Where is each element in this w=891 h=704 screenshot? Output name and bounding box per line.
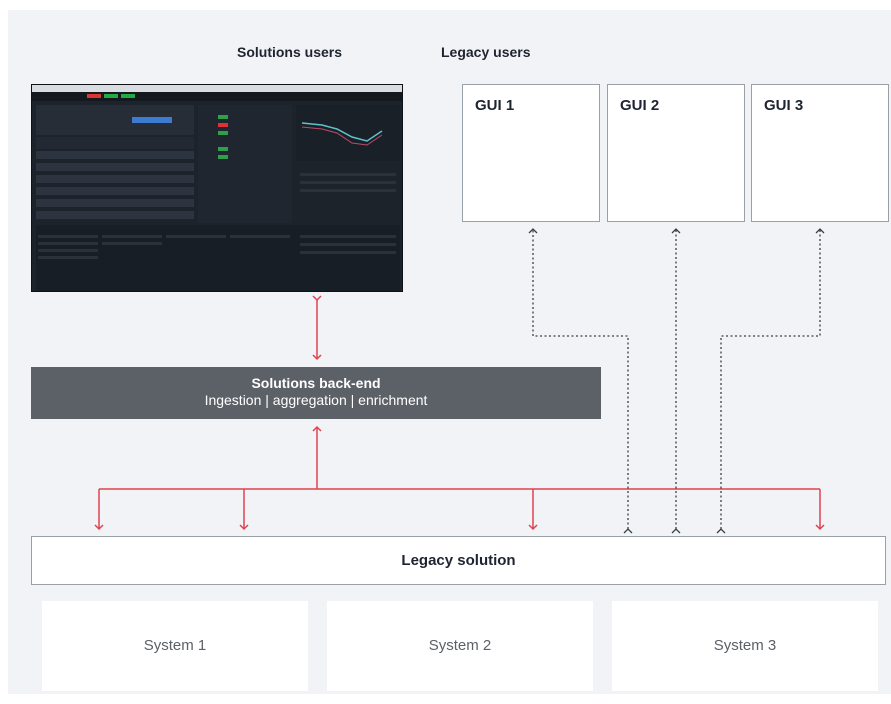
solutions-users-heading: Solutions users bbox=[237, 44, 343, 60]
backend-title: Solutions back-end bbox=[251, 375, 381, 391]
gui-1-box: GUI 1 bbox=[462, 84, 600, 222]
solutions-app-thumbnail-graphic bbox=[32, 85, 402, 291]
legacy-solution-box: Legacy solution bbox=[31, 536, 886, 585]
gui-2-box: GUI 2 bbox=[607, 84, 745, 222]
solutions-back-end-box: Solutions back-end Ingestion | aggregati… bbox=[31, 367, 601, 419]
system-1-box: System 1 bbox=[42, 601, 308, 691]
gui-2-label: GUI 2 bbox=[620, 97, 660, 114]
gui-1-link bbox=[528, 228, 633, 534]
gui-3-label: GUI 3 bbox=[764, 97, 804, 114]
gui-3-box: GUI 3 bbox=[751, 84, 889, 222]
solutions-app-screenshot bbox=[31, 84, 403, 292]
backend-subtitle: Ingestion | aggregation | enrichment bbox=[204, 392, 428, 408]
legacy-users-heading: Legacy users bbox=[441, 44, 531, 60]
gui-3-link bbox=[716, 228, 825, 534]
gui-1-label: GUI 1 bbox=[475, 97, 515, 114]
system-2-box: System 2 bbox=[327, 601, 593, 691]
system-3-box: System 3 bbox=[612, 601, 878, 691]
